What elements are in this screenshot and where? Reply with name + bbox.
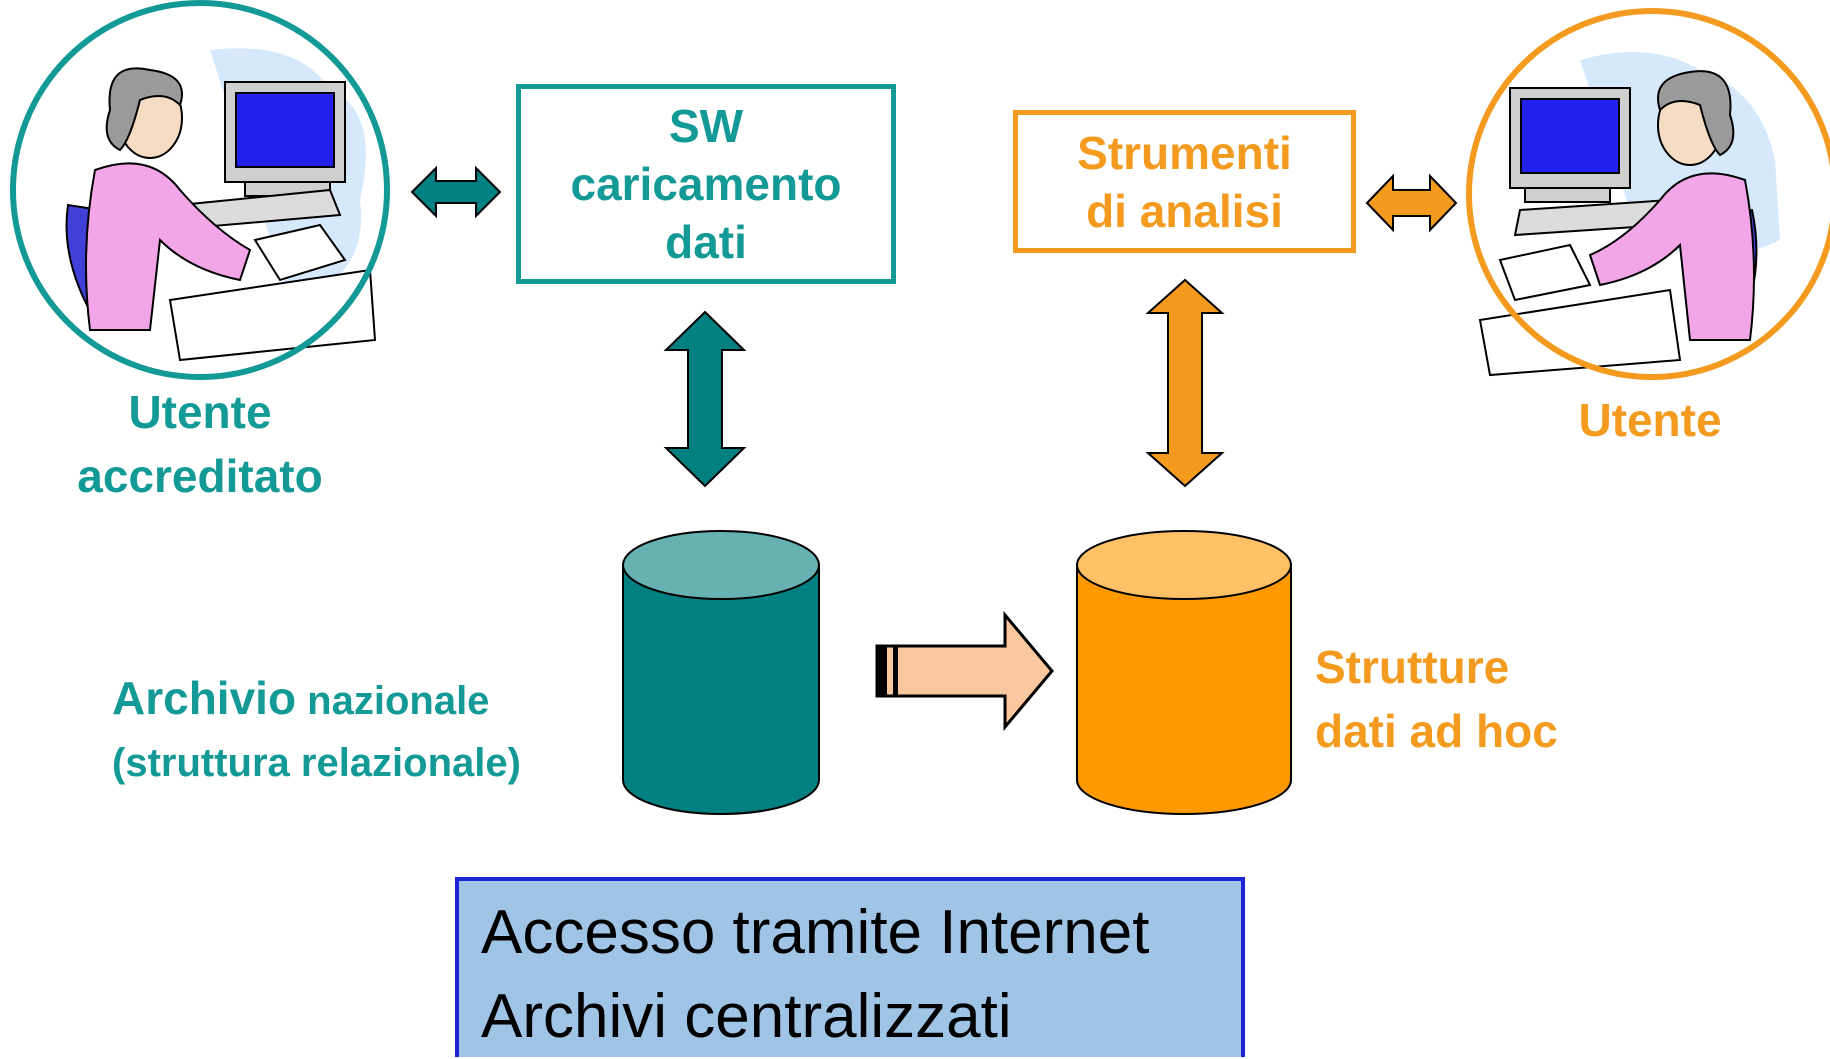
- double-arrow-tools-adhoc: [1145, 278, 1225, 488]
- adhoc-label-line2: dati ad hoc: [1315, 705, 1558, 757]
- national-archive-label: Archivio nazionale (struttura relazional…: [112, 667, 632, 794]
- double-arrow-software-archive: [663, 310, 747, 488]
- analysis-tools-box: Strumenti di analisi: [1013, 110, 1356, 253]
- software-box-line1: SW: [668, 100, 744, 152]
- tools-box-line1: Strumenti: [1077, 126, 1292, 179]
- user-left-illustration: [10, 0, 390, 380]
- double-arrow-tools-user: [1365, 173, 1458, 233]
- tools-box-line2: di analisi: [1086, 184, 1283, 237]
- accredited-user-label-line1: Utente: [128, 386, 272, 438]
- adhoc-structures-label: Strutture dati ad hoc: [1315, 635, 1735, 763]
- double-arrow-user-software: [410, 165, 502, 219]
- user-label-text: Utente: [1578, 394, 1722, 446]
- software-box-line2: caricamento: [570, 158, 842, 210]
- database-cylinder-icon: [622, 530, 820, 815]
- adhoc-label-line1: Strutture: [1315, 641, 1510, 693]
- accredited-user-label: Utente accreditato: [30, 380, 370, 508]
- archive-label-bold: Archivio: [112, 672, 297, 724]
- software-box-line3: dati: [665, 216, 747, 268]
- user-label: Utente: [1530, 390, 1770, 450]
- accredited-user-label-line2: accreditato: [77, 450, 323, 502]
- info-box: Accesso tramite Internet Archivi central…: [455, 877, 1245, 1057]
- database-cylinder-icon: [1076, 530, 1292, 815]
- transfer-arrow-icon: [875, 610, 1054, 732]
- archive-label-line2: (struttura relazionale): [112, 741, 521, 785]
- user-right-illustration: [1466, 8, 1830, 380]
- software-loading-box: SW caricamento dati: [516, 84, 896, 284]
- info-line2: Archivi centralizzati: [481, 982, 1012, 1051]
- info-line1: Accesso tramite Internet: [481, 898, 1150, 967]
- archive-label-rest: nazionale: [296, 679, 490, 723]
